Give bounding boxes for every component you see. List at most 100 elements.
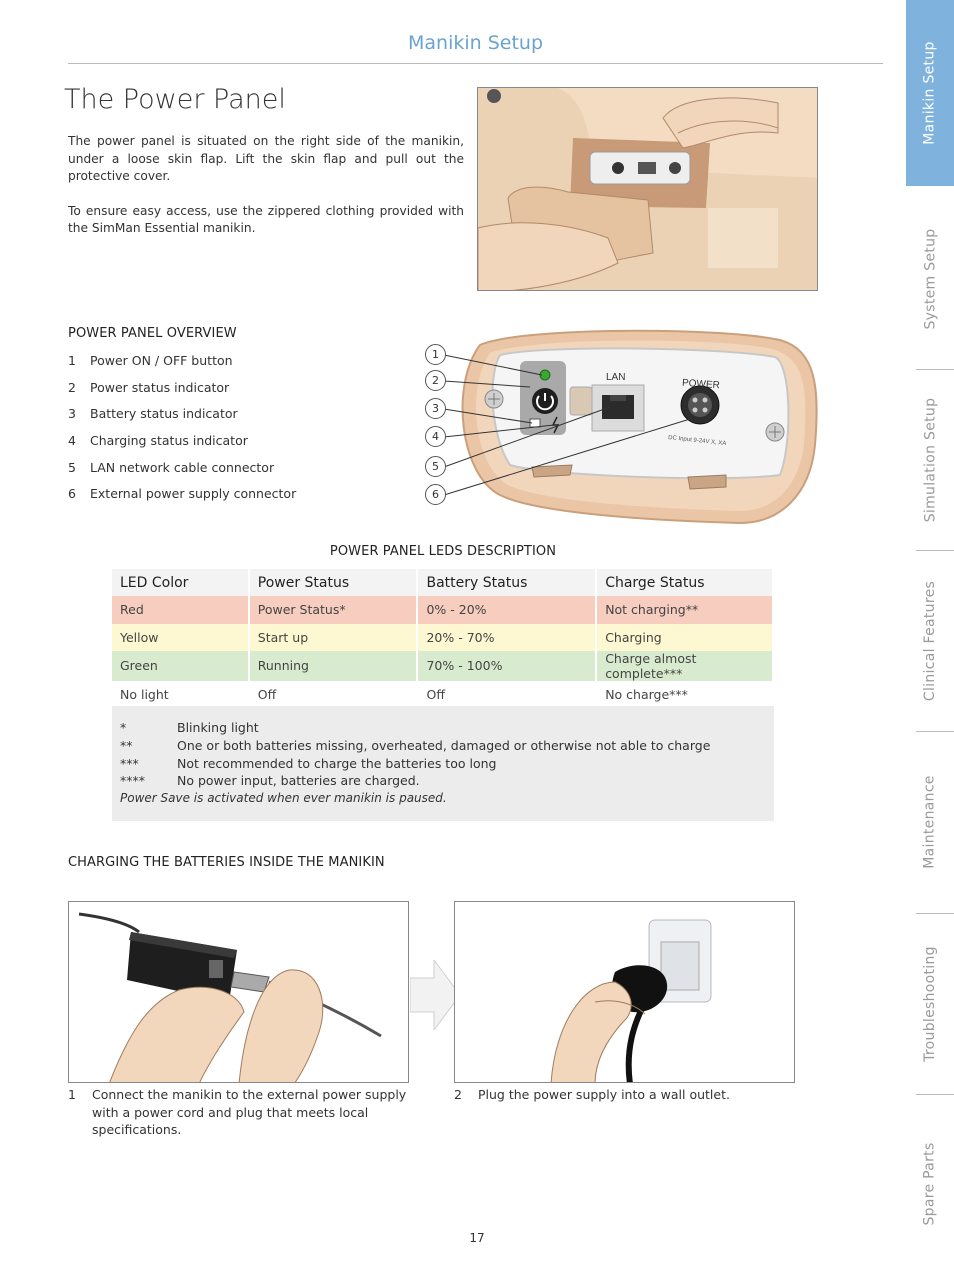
table-cell: Running xyxy=(248,650,419,681)
tab-label: Maintenance xyxy=(922,775,938,869)
item-number: 1 xyxy=(68,352,76,368)
side-tab-troubleshooting[interactable]: Troubleshooting xyxy=(906,915,954,1093)
lan-label: LAN xyxy=(606,372,626,383)
step-1-caption: 1 Connect the manikin to the external po… xyxy=(68,1086,412,1139)
column-header: Charge Status xyxy=(596,569,774,597)
tab-label: Spare Parts xyxy=(922,1142,939,1226)
power-panel-diagram: LAN POWER DC Input 9-24V X, XA xyxy=(420,325,820,525)
step-arrow xyxy=(409,958,462,1032)
leds-heading: POWER PANEL LEDS DESCRIPTION xyxy=(329,544,557,559)
table-cell: Charge almost complete*** xyxy=(596,650,774,681)
overview-list: 1 Power ON / OFF button 2 Power status i… xyxy=(68,347,368,507)
page-title: The Power Panel xyxy=(64,84,286,115)
footnote: ** One or both batteries missing, overhe… xyxy=(120,737,766,755)
table-row: No light Off Off No charge*** xyxy=(112,680,774,709)
footnote-mark: **** xyxy=(120,773,145,789)
table-cell: No light xyxy=(112,680,250,709)
tab-divider xyxy=(916,731,954,732)
tab-label: Manikin Setup xyxy=(922,41,939,145)
footnote-mark: *** xyxy=(120,755,139,771)
item-label: Battery status indicator xyxy=(90,406,238,422)
intro-paragraph-2: To ensure easy access, use the zippered … xyxy=(68,203,464,236)
table-cell: Yellow xyxy=(112,623,250,651)
led-table: LED Color Power Status Battery Status Ch… xyxy=(112,569,774,709)
footnotes-box: * Blinking light ** One or both batterie… xyxy=(112,706,774,821)
step-text: Plug the power supply into a wall outlet… xyxy=(478,1087,730,1102)
side-tab-simulation-setup[interactable]: Simulation Setup xyxy=(906,371,954,549)
footnote-mark: ** xyxy=(120,737,133,753)
page-number: 17 xyxy=(469,1231,485,1245)
footnote: **** No power input, batteries are charg… xyxy=(120,772,766,790)
table-cell: Not charging** xyxy=(596,596,774,624)
step-number: 2 xyxy=(454,1087,462,1102)
table-row: Green Running 70% - 100% Charge almost c… xyxy=(112,650,774,681)
callout-6: 6 xyxy=(425,484,446,505)
table-header-row: LED Color Power Status Battery Status Ch… xyxy=(112,569,774,597)
side-tab-clinical-features[interactable]: Clinical Features xyxy=(906,552,954,730)
side-tab-maintenance[interactable]: Maintenance xyxy=(906,733,954,911)
tab-label: Simulation Setup xyxy=(922,397,939,523)
callout-5: 5 xyxy=(425,456,446,477)
footnote-text: One or both batteries missing, overheate… xyxy=(177,737,711,753)
list-item: 6 External power supply connector xyxy=(68,480,368,507)
header-divider xyxy=(68,63,883,64)
table-cell: Charging xyxy=(596,623,774,651)
callout-3: 3 xyxy=(425,398,446,419)
table-cell: Red xyxy=(112,596,250,624)
item-number: 6 xyxy=(68,486,76,502)
list-item: 3 Battery status indicator xyxy=(68,400,368,427)
list-item: 2 Power status indicator xyxy=(68,374,368,401)
table-row: Yellow Start up 20% - 70% Charging xyxy=(112,623,774,651)
table-cell: Green xyxy=(112,650,250,681)
item-label: Power ON / OFF button xyxy=(90,352,233,368)
tab-divider xyxy=(916,1094,954,1095)
side-tab-system-setup[interactable]: System Setup xyxy=(906,190,954,368)
overview-heading: POWER PANEL OVERVIEW xyxy=(68,326,237,341)
list-item: 4 Charging status indicator xyxy=(68,427,368,454)
step-number: 1 xyxy=(68,1087,76,1102)
table-cell: 0% - 20% xyxy=(417,596,598,624)
tab-divider xyxy=(916,550,954,551)
item-number: 3 xyxy=(68,406,76,422)
item-number: 5 xyxy=(68,459,76,475)
tab-divider xyxy=(916,913,954,914)
tab-label: Clinical Features xyxy=(922,580,939,702)
item-label: Charging status indicator xyxy=(90,432,248,448)
side-tab-spare-parts[interactable]: Spare Parts xyxy=(906,1096,954,1272)
column-header: Battery Status xyxy=(417,569,598,597)
charging-heading: CHARGING THE BATTERIES INSIDE THE MANIKI… xyxy=(68,855,385,870)
list-item: 1 Power ON / OFF button xyxy=(68,347,368,374)
wall-outlet-photo xyxy=(454,901,795,1083)
tab-label: System Setup xyxy=(922,228,939,330)
item-label: Power status indicator xyxy=(90,379,230,395)
footnote-mark: * xyxy=(120,720,127,735)
item-label: LAN network cable connector xyxy=(90,459,275,475)
intro-text: The power panel is situated on the right… xyxy=(68,133,464,255)
item-number: 4 xyxy=(68,432,76,448)
footnote: * Blinking light xyxy=(120,719,766,737)
table-row: Red Power Status* 0% - 20% Not charging*… xyxy=(112,596,774,624)
step-2-caption: 2 Plug the power supply into a wall outl… xyxy=(454,1086,794,1104)
footnote-text: Not recommended to charge the batteries … xyxy=(177,755,497,771)
item-label: External power supply connector xyxy=(90,486,297,502)
side-tab-manikin-setup[interactable]: Manikin Setup xyxy=(906,0,954,186)
table-cell: 20% - 70% xyxy=(417,623,598,651)
table-cell: Off xyxy=(417,680,598,709)
column-header: Power Status xyxy=(248,569,419,597)
tab-divider xyxy=(916,369,954,370)
table-cell: Start up xyxy=(248,623,419,651)
intro-paragraph-1: The power panel is situated on the right… xyxy=(68,134,464,183)
power-save-note: Power Save is activated when ever maniki… xyxy=(120,791,447,806)
table-cell: Off xyxy=(248,680,419,709)
callout-4: 4 xyxy=(425,426,446,447)
manikin-side-photo xyxy=(477,87,818,291)
step-text: Connect the manikin to the external powe… xyxy=(92,1087,407,1137)
table-cell: No charge*** xyxy=(596,680,774,709)
item-number: 2 xyxy=(68,379,76,395)
footnote-text: Blinking light xyxy=(177,720,259,735)
footnote: *** Not recommended to charge the batter… xyxy=(120,755,766,773)
table-cell: 70% - 100% xyxy=(417,650,598,681)
section-header: Manikin Setup xyxy=(407,32,544,54)
tab-label: Troubleshooting xyxy=(922,946,938,1062)
power-supply-photo xyxy=(68,901,409,1083)
